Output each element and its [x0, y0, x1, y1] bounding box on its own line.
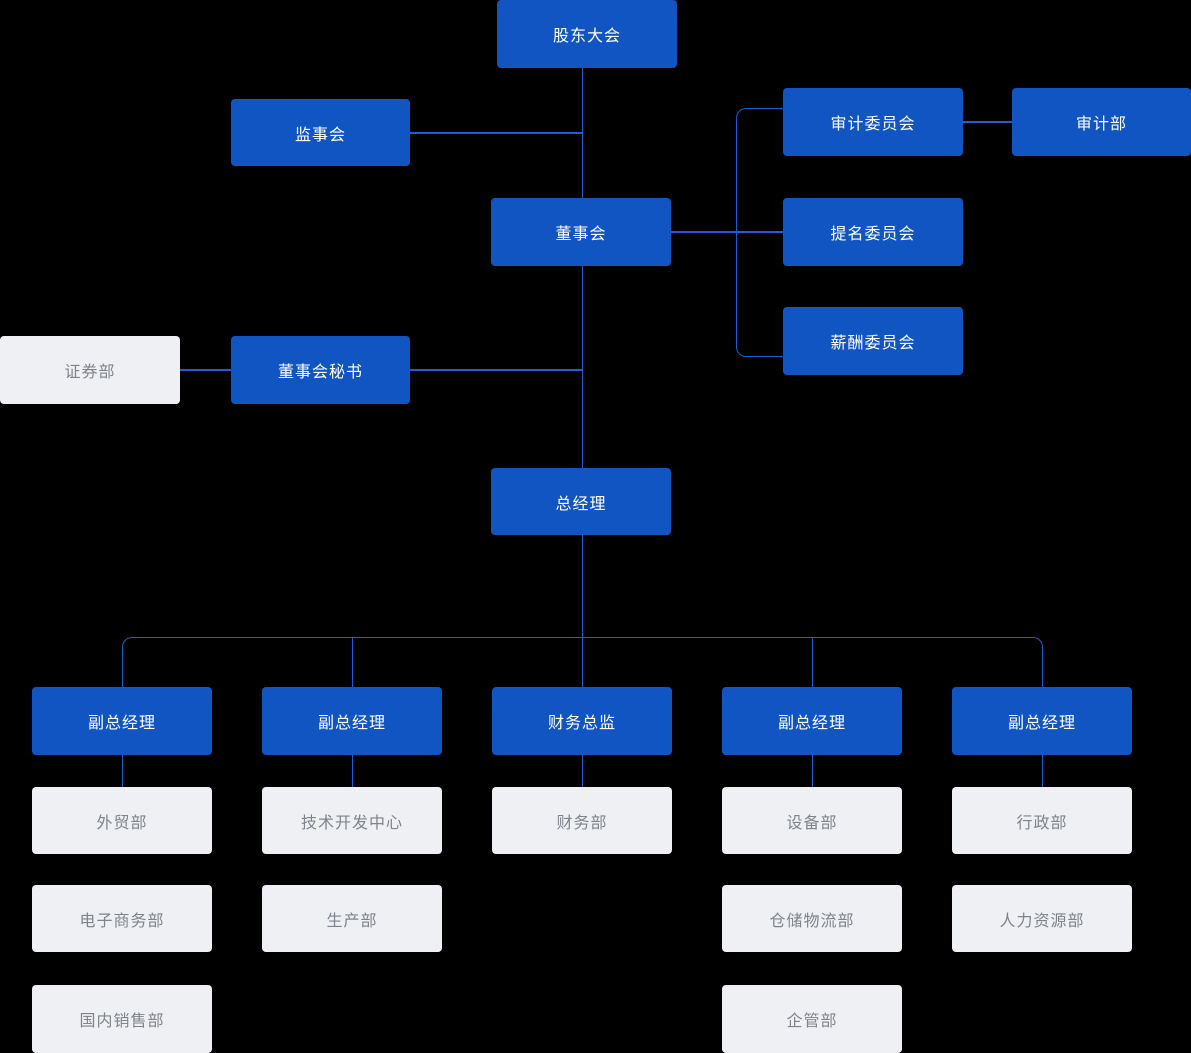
org-node-admin-department: 行政部	[952, 787, 1132, 854]
org-node-finance-director: 财务总监	[492, 687, 672, 755]
connector-bracket	[122, 637, 1043, 687]
org-node-general-manager: 总经理	[491, 468, 671, 535]
connector-line	[351, 637, 353, 687]
connector-line	[671, 231, 783, 233]
org-node-vice-general-manager-1: 副总经理	[32, 687, 212, 755]
org-node-shareholders-meeting: 股东大会	[497, 0, 677, 68]
org-node-tech-development-center: 技术开发中心	[262, 787, 442, 854]
connector-line	[581, 755, 583, 787]
connector-line	[962, 121, 1012, 123]
org-node-hr-department: 人力资源部	[952, 885, 1132, 952]
connector-line	[410, 369, 582, 371]
org-node-securities-department: 证券部	[0, 336, 180, 404]
org-node-ecommerce-department: 电子商务部	[32, 885, 212, 952]
org-node-production-department: 生产部	[262, 885, 442, 952]
connector-line	[581, 266, 583, 468]
org-node-supervisory-board: 监事会	[231, 99, 410, 166]
connector-bracket	[736, 108, 783, 357]
org-node-warehouse-logistics-department: 仓储物流部	[722, 885, 902, 952]
org-node-finance-department: 财务部	[492, 787, 672, 854]
org-node-equipment-department: 设备部	[722, 787, 902, 854]
org-node-vice-general-manager-4: 副总经理	[952, 687, 1132, 755]
org-node-compensation-committee: 薪酬委员会	[783, 307, 963, 375]
org-node-vice-general-manager-3: 副总经理	[722, 687, 902, 755]
org-node-audit-committee: 审计委员会	[783, 88, 963, 156]
connector-line	[581, 637, 583, 687]
connector-line	[811, 755, 813, 787]
connector-line	[581, 68, 583, 198]
org-node-board-secretary: 董事会秘书	[231, 336, 410, 404]
org-node-audit-department: 审计部	[1012, 88, 1191, 156]
connector-line	[1041, 755, 1043, 787]
connector-line	[121, 755, 123, 787]
connector-line	[180, 369, 231, 371]
connector-line	[811, 637, 813, 687]
org-node-domestic-sales-department: 国内销售部	[32, 985, 212, 1053]
org-node-enterprise-management-department: 企管部	[722, 985, 902, 1053]
connector-line	[581, 535, 583, 637]
org-node-board-of-directors: 董事会	[491, 198, 671, 266]
connector-line	[410, 132, 582, 134]
org-node-vice-general-manager-2: 副总经理	[262, 687, 442, 755]
org-node-nomination-committee: 提名委员会	[783, 198, 963, 266]
org-node-foreign-trade-department: 外贸部	[32, 787, 212, 854]
connector-line	[351, 755, 353, 787]
